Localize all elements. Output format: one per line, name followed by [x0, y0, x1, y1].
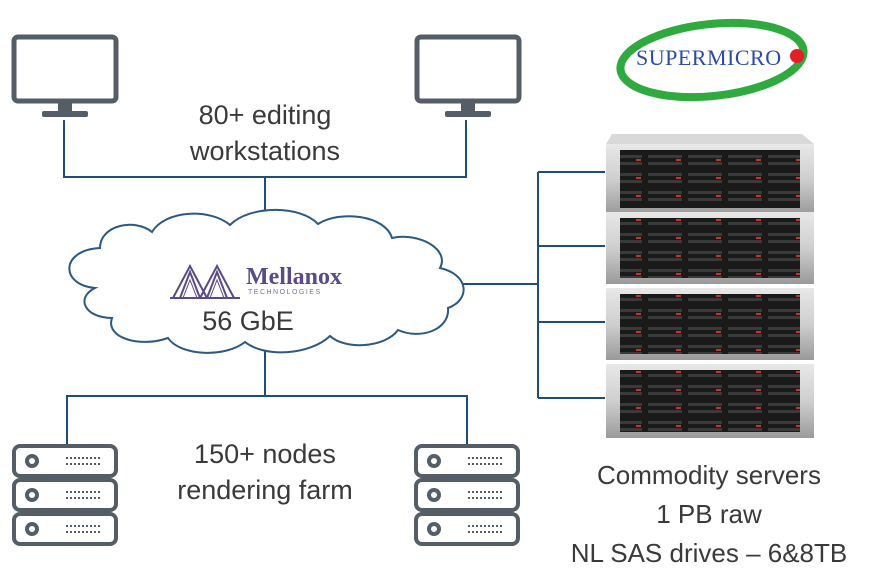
- render-farm-label: 150+ nodes rendering farm: [150, 436, 380, 508]
- render-farm-connectors: [66, 346, 468, 445]
- storage-label-line1: Commodity servers: [597, 460, 821, 490]
- monitor-icon: [11, 34, 119, 117]
- monitor-icon: [414, 34, 522, 117]
- network-speed-label: 56 GbE: [202, 306, 294, 336]
- workstations-label-line2: workstations: [189, 136, 341, 166]
- storage-label-line3: NL SAS drives – 6&8TB: [570, 538, 848, 568]
- server-stack-icon: [12, 444, 118, 546]
- rack-server-icon: [606, 364, 814, 438]
- mellanox-logo-icon: [170, 263, 240, 299]
- supermicro-wordmark: SUPERMICRO: [636, 45, 782, 71]
- rack-server-icon: [606, 288, 814, 360]
- mellanox-brand-sub: TECHNOLOGIES: [248, 289, 322, 296]
- storage-connectors: [460, 171, 605, 399]
- cloud-icon: [68, 208, 465, 354]
- mellanox-brand-name: Mellanox: [246, 264, 342, 290]
- storage-label-line2: 1 PB raw: [656, 499, 762, 529]
- supermicro-text: SUPERMICRO: [636, 45, 782, 70]
- render-farm-label-line1: 150+ nodes: [194, 439, 336, 469]
- workstations-label: 80+ editing workstations: [160, 97, 370, 169]
- rack-server-icon: [606, 212, 814, 284]
- supermicro-logo-icon: [616, 18, 808, 102]
- rack-server-icon: [606, 134, 814, 214]
- storage-label: Commodity servers 1 PB raw NL SAS drives…: [548, 456, 870, 573]
- server-stack-icon: [414, 444, 520, 546]
- render-farm-label-line2: rendering farm: [177, 475, 353, 505]
- workstations-label-line1: 80+ editing: [198, 100, 332, 130]
